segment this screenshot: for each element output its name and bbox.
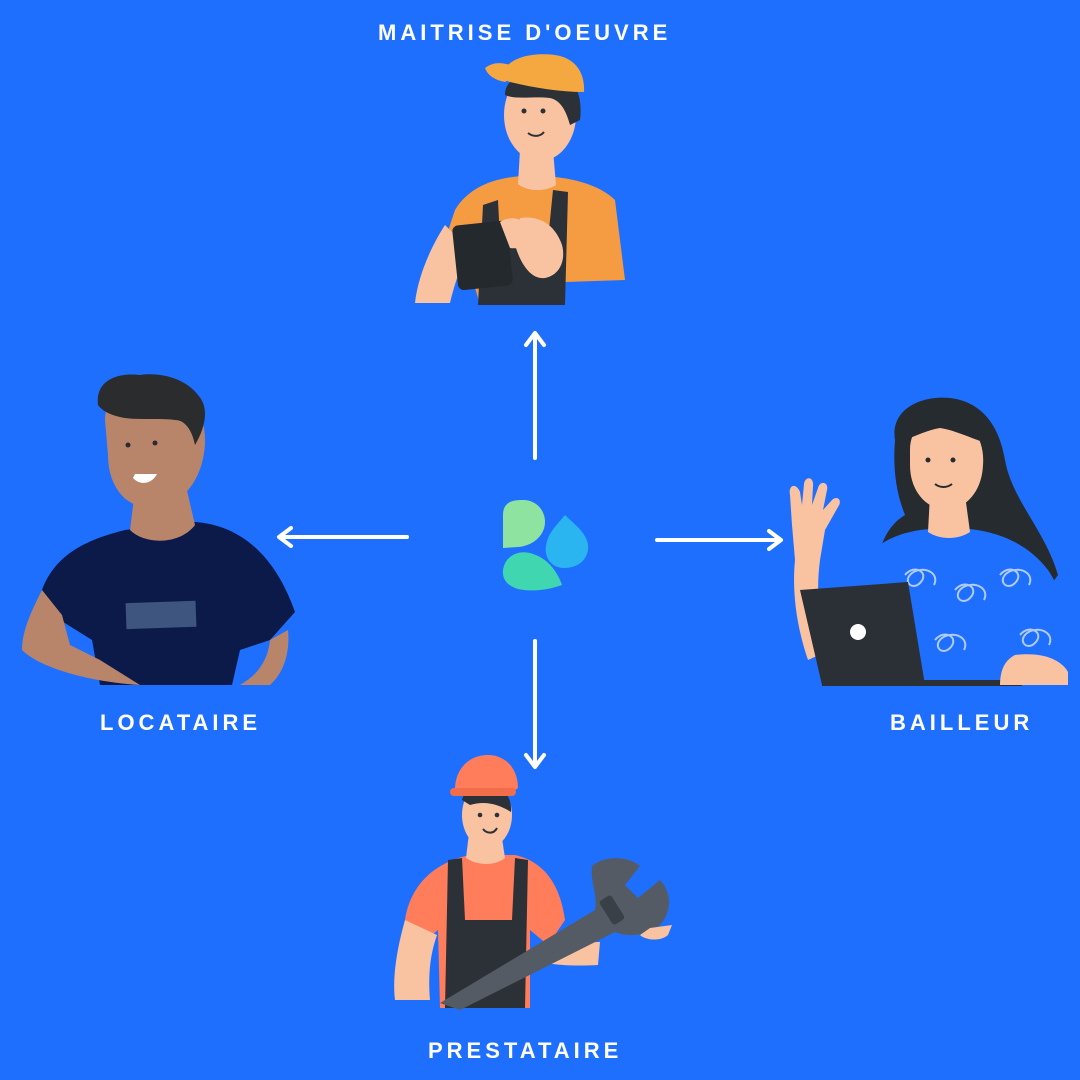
arrow-left-icon (277, 526, 409, 548)
illustration-maitrise-oeuvre (415, 54, 625, 305)
logo-icon (502, 500, 589, 591)
label-bailleur: BAILLEUR (890, 710, 1034, 735)
illustration-locataire (22, 374, 295, 685)
label-maitrise-oeuvre: MAITRISE D'OEUVRE (378, 20, 672, 45)
label-prestataire: PRESTATAIRE (428, 1038, 623, 1063)
arrow-up-icon (524, 331, 546, 460)
arrow-down-icon (524, 639, 546, 769)
illustration-bailleur (789, 397, 1072, 686)
arrow-right-icon (655, 529, 783, 551)
label-locataire: LOCATAIRE (100, 710, 262, 735)
illustration-prestataire (394, 755, 672, 1010)
